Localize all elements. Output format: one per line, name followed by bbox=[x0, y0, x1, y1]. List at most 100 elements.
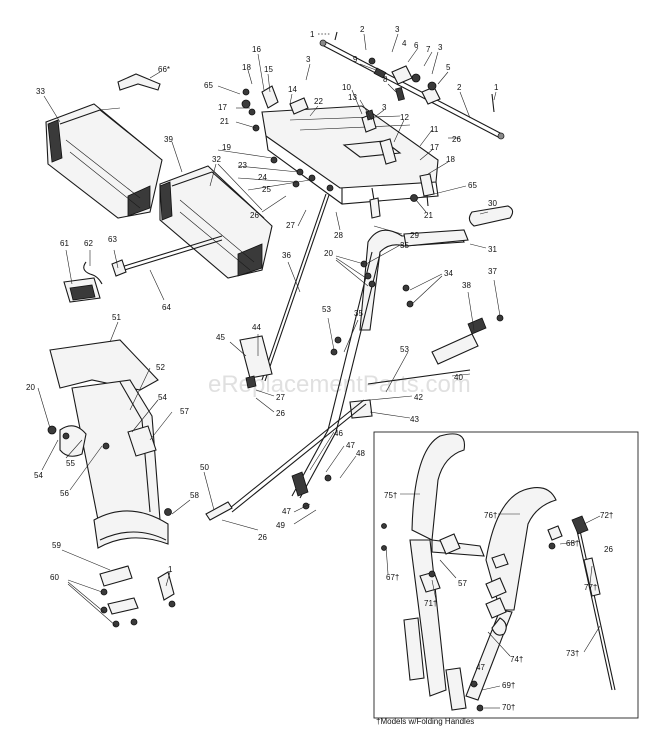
callout-57: 57 bbox=[180, 407, 189, 416]
callout-20: 20 bbox=[26, 383, 35, 392]
callout-23: 23 bbox=[238, 161, 247, 170]
callout-58: 58 bbox=[190, 491, 199, 500]
callout-64: 64 bbox=[162, 303, 171, 312]
callout-47: 47 bbox=[282, 507, 291, 516]
callout-73: 73† bbox=[566, 649, 579, 658]
callout-61: 61 bbox=[60, 239, 69, 248]
callout-69: 69† bbox=[502, 681, 515, 690]
callout-33: 33 bbox=[36, 87, 45, 96]
callout-50: 50 bbox=[200, 463, 209, 472]
callout-26: 26 bbox=[452, 135, 461, 144]
callout-16: 16 bbox=[252, 45, 261, 54]
callout-13: 13 bbox=[348, 93, 357, 102]
callout-47: 47 bbox=[476, 663, 485, 672]
callout-71: 71† bbox=[424, 599, 437, 608]
callout-57: 57 bbox=[458, 579, 467, 588]
control-panel bbox=[117, 73, 439, 219]
callout-62: 62 bbox=[84, 239, 93, 248]
callout-19: 19 bbox=[222, 143, 231, 152]
callout-6: 6 bbox=[414, 41, 419, 50]
chute-assembly bbox=[47, 339, 176, 628]
callout-38: 38 bbox=[462, 281, 471, 290]
callout-10: 10 bbox=[342, 83, 351, 92]
callout-44: 44 bbox=[252, 323, 261, 332]
callout-35: 35 bbox=[354, 309, 363, 318]
callout-1: 1 bbox=[310, 30, 315, 39]
inset-folding-handles bbox=[373, 431, 639, 719]
callout-2: 2 bbox=[360, 25, 365, 34]
callout-22: 22 bbox=[314, 97, 323, 106]
wrench-tool bbox=[117, 73, 161, 91]
callout-31: 31 bbox=[488, 245, 497, 254]
callout-20: 20 bbox=[324, 249, 333, 258]
callout-35: 35 bbox=[400, 241, 409, 250]
callout-76: 76† bbox=[484, 511, 497, 520]
leader-lines bbox=[37, 33, 601, 709]
chute-cable-rods bbox=[63, 184, 334, 382]
callout-7: 7 bbox=[426, 45, 431, 54]
callout-53: 53 bbox=[322, 305, 331, 314]
callout-12: 12 bbox=[400, 113, 409, 122]
callout-45: 45 bbox=[216, 333, 225, 342]
callout-48: 48 bbox=[356, 449, 365, 458]
callout-59: 59 bbox=[52, 541, 61, 550]
callout-26: 26 bbox=[250, 211, 259, 220]
callout-66: 66* bbox=[158, 65, 170, 74]
callout-55: 55 bbox=[66, 459, 75, 468]
callout-18: 18 bbox=[446, 155, 455, 164]
callout-36: 36 bbox=[282, 251, 291, 260]
callout-9: 9 bbox=[353, 55, 358, 64]
callout-3: 3 bbox=[438, 43, 443, 52]
callout-72: 72† bbox=[600, 511, 613, 520]
callout-21: 21 bbox=[424, 211, 433, 220]
callout-51: 51 bbox=[112, 313, 121, 322]
callout-2: 2 bbox=[457, 83, 462, 92]
callout-26: 26 bbox=[258, 533, 267, 542]
callout-52: 52 bbox=[156, 363, 165, 372]
callout-46: 46 bbox=[334, 429, 343, 438]
callout-26: 26 bbox=[276, 409, 285, 418]
callout-74: 74† bbox=[510, 655, 523, 664]
callout-17: 17 bbox=[430, 143, 439, 152]
callout-24: 24 bbox=[258, 173, 267, 182]
callout-53: 53 bbox=[400, 345, 409, 354]
callout-75: 75† bbox=[384, 491, 397, 500]
callout-27: 27 bbox=[286, 221, 295, 230]
callout-43: 43 bbox=[410, 415, 419, 424]
callout-49: 49 bbox=[276, 521, 285, 530]
callout-3: 3 bbox=[395, 25, 400, 34]
callout-40: 40 bbox=[454, 373, 463, 382]
callout-56: 56 bbox=[60, 489, 69, 498]
folding-handle-parts bbox=[381, 433, 616, 712]
callout-32: 32 bbox=[212, 155, 221, 164]
callout-3: 3 bbox=[382, 103, 387, 112]
callout-25: 25 bbox=[262, 185, 271, 194]
callout-39: 39 bbox=[164, 135, 173, 144]
inset-note: †Models w/Folding Handles bbox=[376, 717, 474, 726]
callout-labels: 1 2 3 4 6 7 3 5 9 8 2 1 26 66* 65 18 16 … bbox=[26, 25, 613, 712]
callout-65: 65 bbox=[204, 81, 213, 90]
callout-11: 11 bbox=[430, 125, 439, 134]
callout-18: 18 bbox=[242, 63, 251, 72]
callout-29: 29 bbox=[410, 231, 419, 240]
callout-60: 60 bbox=[50, 573, 59, 582]
callout-68: 68† bbox=[566, 539, 579, 548]
callout-37: 37 bbox=[488, 267, 497, 276]
callout-28: 28 bbox=[334, 231, 343, 240]
callout-4: 4 bbox=[402, 39, 407, 48]
callout-8: 8 bbox=[383, 75, 388, 84]
callout-17: 17 bbox=[218, 103, 227, 112]
shield-33 bbox=[45, 103, 163, 219]
callout-54: 54 bbox=[34, 471, 43, 480]
callout-67: 67† bbox=[386, 573, 399, 582]
callout-26: 26 bbox=[604, 545, 613, 554]
callout-77: 77† bbox=[584, 583, 597, 592]
callout-14: 14 bbox=[288, 85, 297, 94]
callout-27: 27 bbox=[276, 393, 285, 402]
callout-63: 63 bbox=[108, 235, 117, 244]
callout-34: 34 bbox=[444, 269, 453, 278]
callout-54: 54 bbox=[158, 393, 167, 402]
shield-39 bbox=[159, 165, 273, 279]
callout-15: 15 bbox=[264, 65, 273, 74]
